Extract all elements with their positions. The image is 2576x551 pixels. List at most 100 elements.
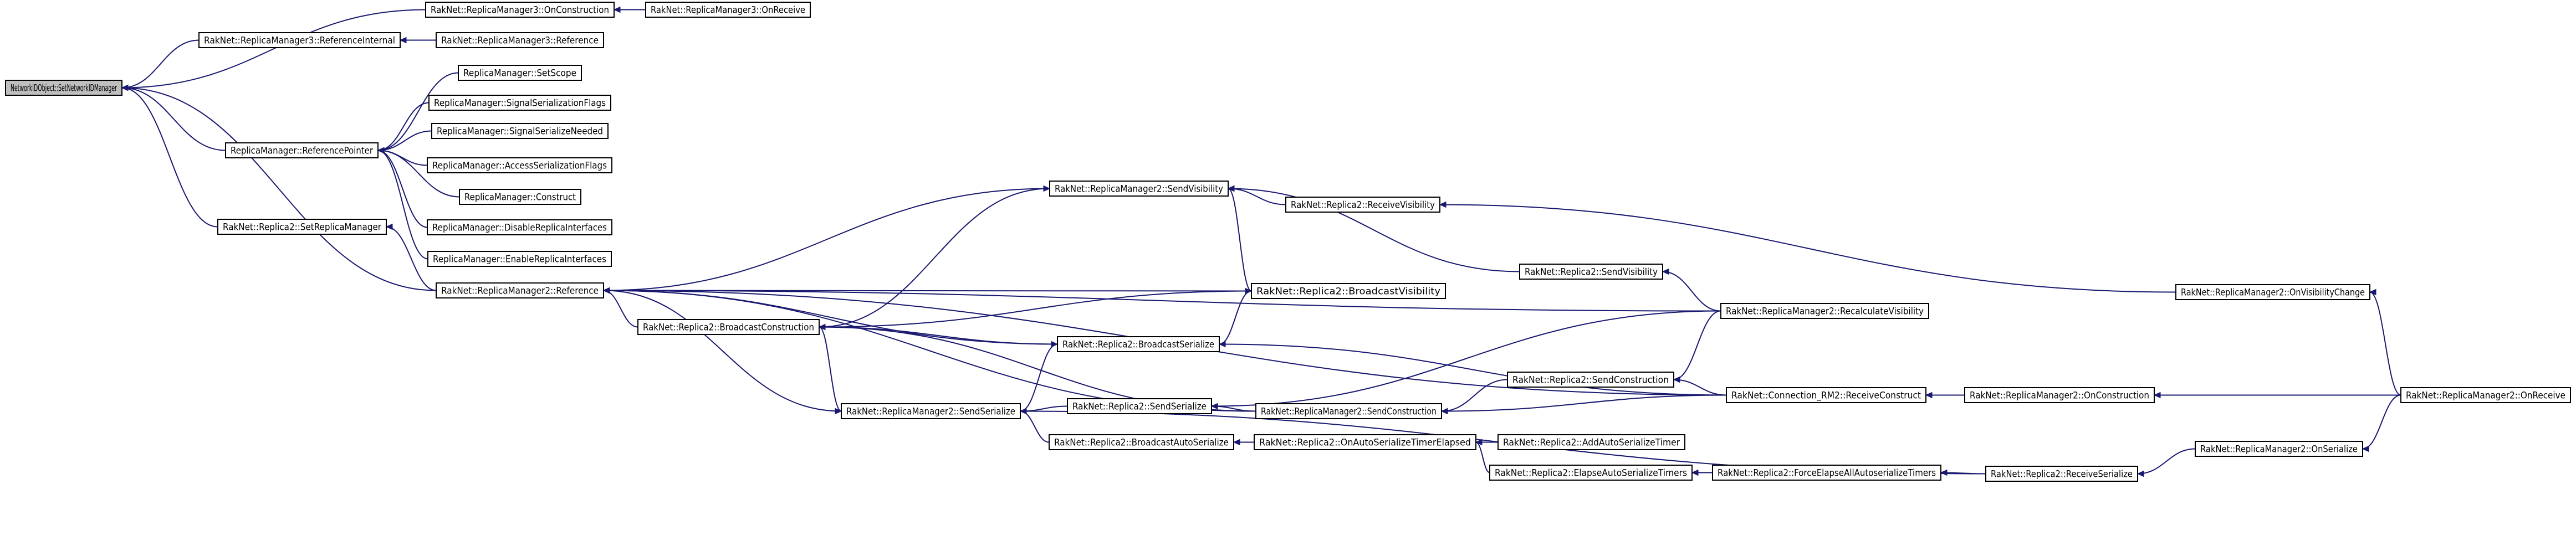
call-edge xyxy=(1441,394,1727,412)
arrowhead-icon xyxy=(1218,341,1226,348)
graph-node[interactable]: RakNet::ReplicaManager2::OnReceive xyxy=(2400,387,2571,403)
node-label: RakNet::Connection_RM2::ReceiveConstruct xyxy=(1731,390,1921,401)
node-box xyxy=(1251,283,1446,299)
graph-node[interactable]: RakNet::ReplicaManager3::OnReceive xyxy=(645,2,811,18)
call-edge xyxy=(377,150,460,198)
arrowhead-icon xyxy=(1233,439,1240,446)
graph-node[interactable]: ReplicaManager::ReferencePointer xyxy=(225,142,379,158)
graph-node[interactable]: RakNet::Replica2::AddAutoSerializeTimer xyxy=(1497,434,1685,450)
graph-node[interactable]: ReplicaManager::SetScope xyxy=(458,65,582,81)
graph-node[interactable]: RakNet::Replica2::BroadcastAutoSerialize xyxy=(1049,434,1234,450)
arrowhead-icon xyxy=(1210,403,1218,410)
node-label: RakNet::ReplicaManager2::OnConstruction xyxy=(1970,390,2149,401)
node-box xyxy=(1049,434,1234,450)
call-edge xyxy=(1439,204,2176,293)
graph-node[interactable]: RakNet::Replica2::ReceiveSerialize xyxy=(1985,466,2138,482)
call-edge xyxy=(1441,379,1508,412)
graph-node[interactable]: RakNet::Replica2::ForceElapseAllAutoseri… xyxy=(1712,465,1941,481)
arrowhead-icon xyxy=(1475,439,1483,446)
node-box xyxy=(217,219,387,235)
node-box xyxy=(1254,434,1476,450)
call-edge xyxy=(2362,394,2401,450)
edge-layer xyxy=(121,6,2401,477)
graph-node[interactable]: RakNet::Replica2::SendSerialize xyxy=(1067,398,1212,414)
node-label: RakNet::Replica2::SendVisibility xyxy=(1525,267,1658,278)
arrowhead-icon xyxy=(818,323,826,331)
arrowhead-icon xyxy=(602,287,610,294)
graph-node[interactable]: RakNet::Replica2::ReceiveVisibility xyxy=(1285,197,1440,213)
arrowhead-icon xyxy=(2362,445,2369,452)
graph-node-root[interactable]: NetworkIDObject::SetNetworkIDManager xyxy=(5,80,122,96)
call-edge xyxy=(603,290,638,328)
graph-node[interactable]: ReplicaManager::DisableReplicaInterfaces xyxy=(427,219,612,235)
graph-node[interactable]: ReplicaManager::SignalSerializeNeeded xyxy=(431,123,609,139)
call-edge xyxy=(1662,271,1721,312)
node-label: ReplicaManager::Construct xyxy=(464,192,576,203)
node-box xyxy=(459,189,581,205)
graph-node[interactable]: RakNet::Replica2::BroadcastConstruction xyxy=(637,319,820,335)
node-layer: NetworkIDObject::SetNetworkIDManagerRakN… xyxy=(5,2,2571,482)
node-box xyxy=(1720,303,1929,319)
arrowhead-icon xyxy=(399,37,407,44)
node-label: RakNet::ReplicaManager3::OnConstruction xyxy=(431,5,609,16)
call-edge xyxy=(377,150,428,260)
call-edge xyxy=(1211,310,1721,407)
node-label: RakNet::Replica2::SetReplicaManager xyxy=(223,222,381,233)
node-label: RakNet::Replica2::SendConstruction xyxy=(1512,375,1669,386)
graph-node[interactable]: RakNet::ReplicaManager3::OnConstruction xyxy=(425,2,615,18)
node-label: RakNet::Replica2::BroadcastSerialize xyxy=(1062,339,1214,351)
node-label: RakNet::ReplicaManager3::OnReceive xyxy=(651,5,805,16)
node-label: RakNet::ReplicaManager2::OnReceive xyxy=(2406,390,2565,401)
graph-node[interactable]: RakNet::ReplicaManager2::Reference xyxy=(436,282,604,298)
graph-node[interactable]: RakNet::ReplicaManager2::OnSerialize xyxy=(2195,441,2363,457)
graph-node[interactable]: ReplicaManager::EnableReplicaInterfaces xyxy=(427,251,612,267)
node-box xyxy=(436,32,604,48)
arrowhead-icon xyxy=(2369,289,2376,296)
node-box xyxy=(1067,398,1212,414)
graph-node[interactable]: RakNet::Replica2::SendVisibility xyxy=(1519,264,1663,280)
arrowhead-icon xyxy=(1440,408,1448,415)
graph-node[interactable]: RakNet::Replica2::BroadcastSerialize xyxy=(1057,336,1220,352)
graph-node[interactable]: RakNet::ReplicaManager3::Reference xyxy=(436,32,604,48)
call-edge xyxy=(377,150,428,228)
node-box xyxy=(431,123,609,139)
arrowhead-icon xyxy=(1691,469,1699,476)
graph-node[interactable]: RakNet::ReplicaManager2::OnConstruction xyxy=(1964,387,2155,403)
node-box xyxy=(2175,284,2370,300)
graph-node[interactable]: RakNet::Replica2::SendConstruction xyxy=(1507,372,1674,388)
graph-node[interactable]: RakNet::Replica2::BroadcastVisibility xyxy=(1251,283,1446,299)
node-box xyxy=(1985,466,2138,482)
node-label: NetworkIDObject::SetNetworkIDManager xyxy=(11,83,117,94)
arrowhead-icon xyxy=(385,223,393,230)
node-label: ReplicaManager::AccessSerializationFlags xyxy=(432,161,607,172)
node-label: RakNet::Replica2::ReceiveSerialize xyxy=(1991,469,2133,480)
node-label: RakNet::ReplicaManager3::Reference xyxy=(441,35,599,47)
graph-node[interactable]: RakNet::Replica2::ElapseAutoSerializeTim… xyxy=(1489,465,1693,481)
graph-node[interactable]: RakNet::ReplicaManager2::SendVisibility xyxy=(1049,181,1229,197)
graph-node[interactable]: RakNet::Replica2::SetReplicaManager xyxy=(217,219,387,235)
graph-node[interactable]: RakNet::ReplicaManager2::OnVisibilityCha… xyxy=(2175,284,2370,300)
node-label: RakNet::ReplicaManager3::ReferenceIntern… xyxy=(204,35,395,47)
graph-node[interactable]: RakNet::Replica2::OnAutoSerializeTimerEl… xyxy=(1254,434,1476,450)
graph-node[interactable]: RakNet::ReplicaManager3::ReferenceIntern… xyxy=(198,32,401,48)
node-box xyxy=(841,403,1021,419)
node-label: RakNet::ReplicaManager2::Reference xyxy=(441,286,599,297)
node-box xyxy=(1497,434,1685,450)
call-edge xyxy=(2137,448,2196,475)
graph-node[interactable]: RakNet::ReplicaManager2::SendConstructio… xyxy=(1255,403,1442,419)
graph-node[interactable]: RakNet::ReplicaManager2::SendSerialize xyxy=(841,403,1021,419)
arrowhead-icon xyxy=(1245,287,1253,295)
node-label: RakNet::Replica2::ElapseAutoSerializeTim… xyxy=(1495,468,1687,479)
graph-node[interactable]: ReplicaManager::Construct xyxy=(459,189,581,205)
node-box xyxy=(2195,441,2363,457)
graph-node[interactable]: RakNet::ReplicaManager2::RecalculateVisi… xyxy=(1720,303,1929,319)
graph-node[interactable]: ReplicaManager::SignalSerializationFlags xyxy=(428,95,611,111)
call-edge xyxy=(377,150,428,166)
graph-node[interactable]: ReplicaManager::AccessSerializationFlags xyxy=(427,157,612,173)
call-edge xyxy=(1475,441,1490,473)
node-label: RakNet::Replica2::AddAutoSerializeTimer xyxy=(1503,437,1680,449)
call-edge xyxy=(1228,188,1252,292)
graph-node[interactable]: RakNet::Connection_RM2::ReceiveConstruct xyxy=(1726,387,1926,403)
arrowhead-icon xyxy=(613,6,621,13)
arrowhead-icon xyxy=(1043,185,1051,192)
